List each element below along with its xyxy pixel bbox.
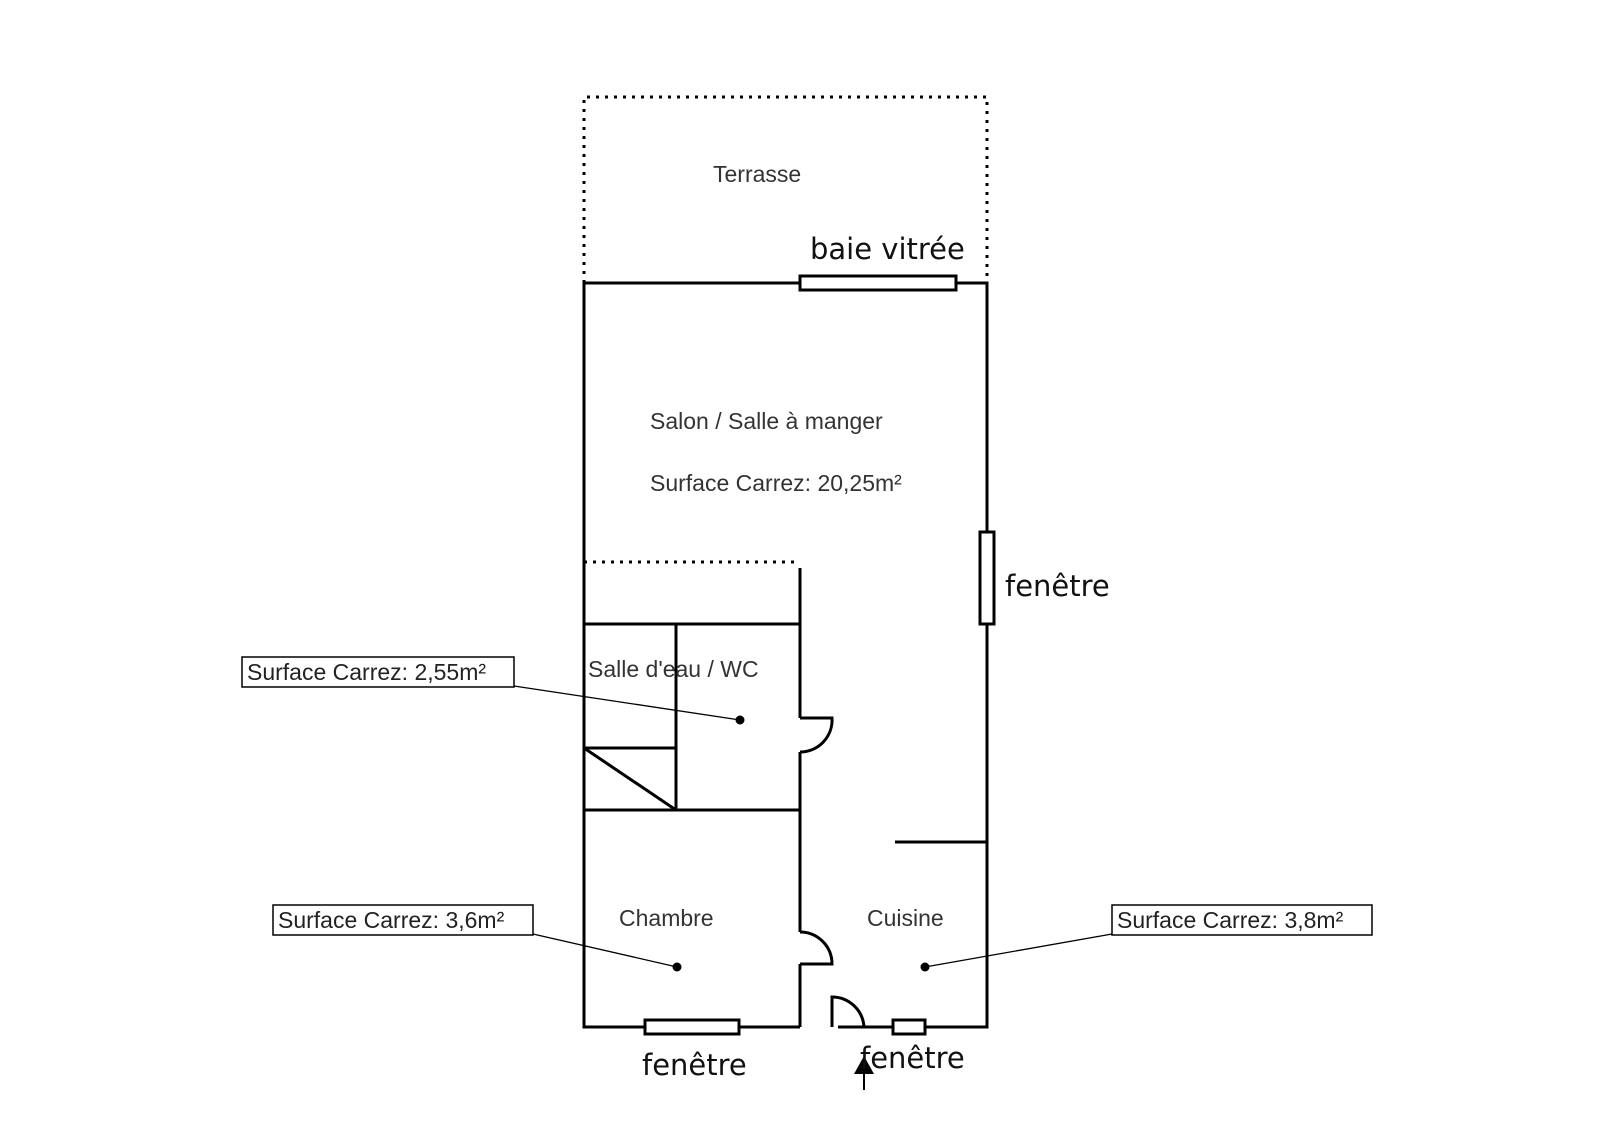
label-chambre: Chambre (619, 905, 714, 931)
door-entrance (830, 995, 866, 1028)
bottom-left-window (643, 1018, 741, 1036)
label-fenetre-right: fenêtre (1005, 569, 1110, 603)
right-window (978, 530, 996, 626)
stair-diagonal (583, 746, 677, 812)
label-fenetre-bottom-left: fenêtre (642, 1048, 747, 1082)
entrance-arrow-head (854, 1056, 874, 1074)
door-bathroom (799, 716, 834, 754)
label-cuisine: Cuisine (867, 905, 944, 931)
label-salle-eau: Salle d'eau / WC (588, 656, 759, 682)
label-salon: Salon / Salle à manger (650, 408, 883, 434)
door-chambre (799, 930, 834, 966)
callout-cuisine-surface: Surface Carrez: 3,8m² (1117, 907, 1344, 933)
callout-salle-eau-surface: Surface Carrez: 2,55m² (247, 659, 486, 685)
callout-box-chambre (272, 904, 534, 936)
point-cuisine (920, 962, 930, 972)
label-terrasse: Terrasse (713, 161, 801, 187)
point-salle-eau (735, 715, 745, 725)
baie-vitree-window (798, 274, 958, 292)
label-baie-vitree: baie vitrée (810, 232, 965, 266)
point-chambre (672, 962, 682, 972)
leader-chambre (532, 933, 678, 968)
bottom-right-window (891, 1018, 927, 1036)
label-salon-surface: Surface Carrez: 20,25m² (650, 470, 902, 496)
leader-cuisine (924, 933, 1113, 968)
leader-salle-eau (513, 685, 741, 721)
label-fenetre-bottom-right: fenêtre (860, 1041, 965, 1075)
callout-chambre-surface: Surface Carrez: 3,6m² (278, 907, 505, 933)
callout-box-salle-eau (241, 656, 515, 688)
terrace-outline (582, 95, 989, 283)
callout-box-cuisine (1111, 904, 1373, 936)
